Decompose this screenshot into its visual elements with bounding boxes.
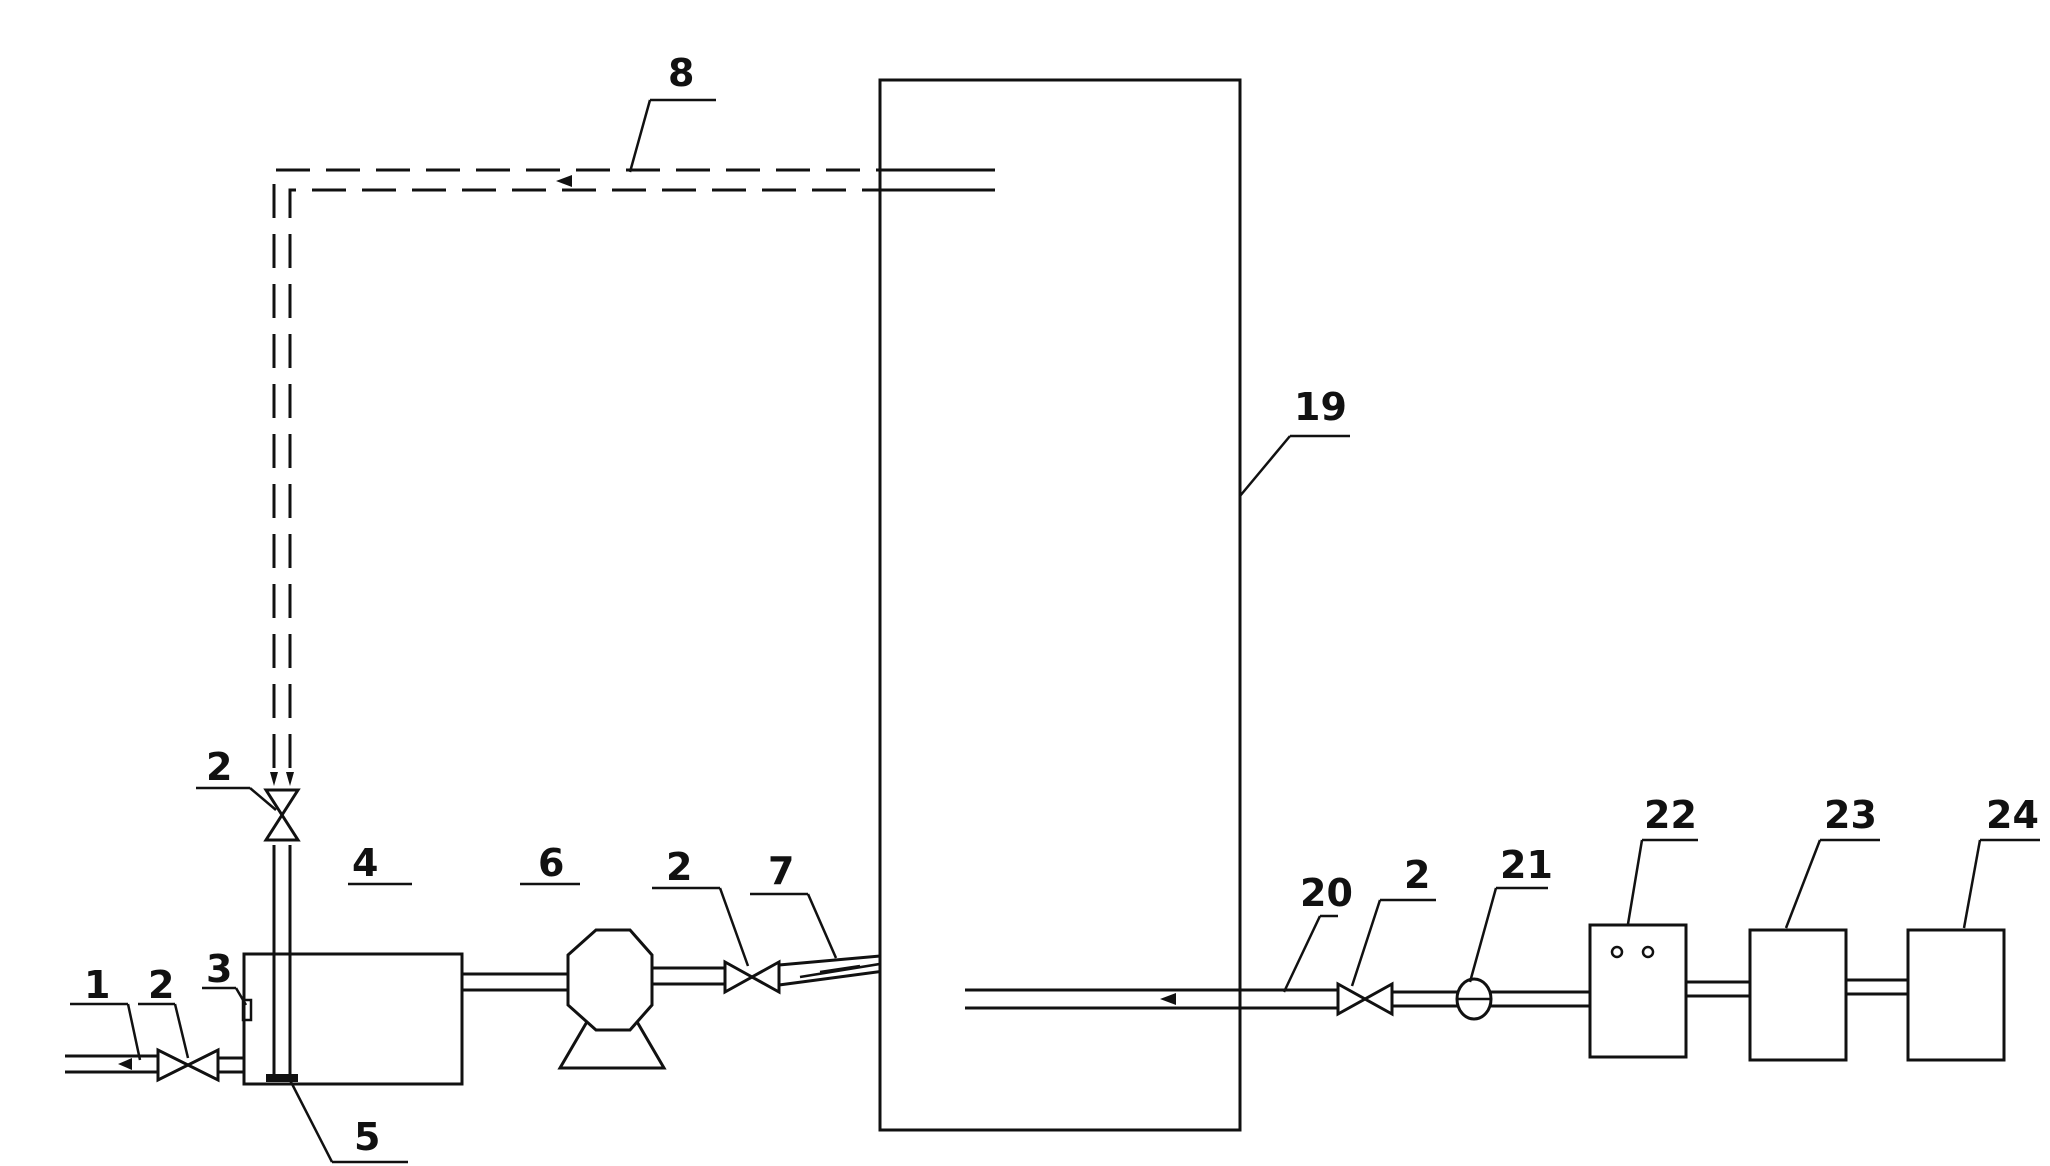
label-23: 23 [1824, 793, 1877, 837]
outlet-valve [1336, 981, 1394, 1017]
label-2-riser-valve: 2 [206, 745, 232, 789]
label-24: 24 [1986, 793, 2039, 837]
riser-valve [263, 788, 301, 842]
label-4: 4 [352, 841, 378, 885]
label-20: 20 [1300, 871, 1353, 915]
label-21: 21 [1500, 843, 1553, 887]
leader-lines [70, 98, 2040, 1164]
riser-pipe [266, 845, 298, 1082]
inlet-pipe [65, 1054, 158, 1074]
label-8: 8 [668, 51, 694, 95]
label-2-outlet-valve: 2 [1404, 853, 1430, 897]
injector [778, 953, 893, 987]
flow-meter [1455, 977, 1493, 1021]
level-indicator [241, 998, 253, 1022]
label-2-pump-valve: 2 [666, 845, 692, 889]
label-1: 1 [84, 963, 110, 1007]
label-7: 7 [768, 849, 794, 893]
inlet-valve [156, 1047, 220, 1083]
label-19: 19 [1294, 385, 1347, 429]
outlet-pipe [965, 988, 1338, 1010]
label-2-inlet-valve: 2 [148, 963, 174, 1007]
pump [557, 928, 667, 1070]
tank [242, 952, 464, 1086]
analyzer-box [1588, 923, 1688, 1059]
pump-outlet-valve [723, 959, 781, 995]
label-5: 5 [354, 1115, 380, 1159]
label-6: 6 [538, 841, 564, 885]
unit-24-box [1906, 928, 2006, 1062]
label-22: 22 [1644, 793, 1697, 837]
return-line [270, 168, 995, 786]
column [878, 78, 1242, 1132]
unit-23-box [1748, 928, 1848, 1062]
label-3: 3 [206, 947, 232, 991]
